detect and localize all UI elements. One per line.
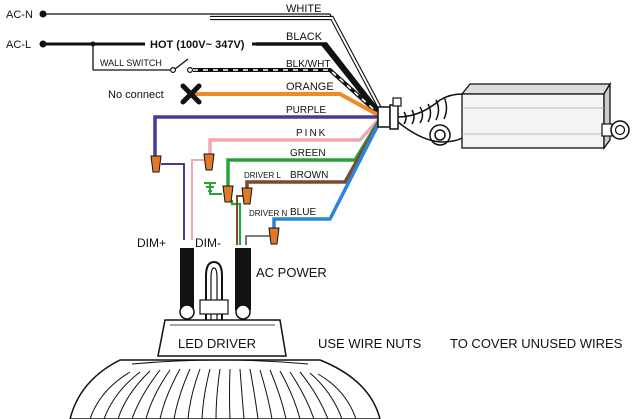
no-connect-icon — [180, 83, 202, 105]
orange-wire — [193, 92, 381, 118]
no-connect-label: No connect — [108, 89, 164, 101]
dim-cable — [180, 248, 194, 310]
driver-n-label: DRIVER N — [249, 209, 287, 218]
wall-switch-label: WALL SWITCH — [100, 58, 162, 68]
purple-wire — [153, 115, 380, 158]
blk-wht-wire — [193, 68, 382, 117]
ground-lead — [209, 183, 222, 195]
wire-nut-blue — [268, 227, 280, 245]
dim-minus-label: DIM- — [195, 236, 221, 250]
driver-l-lead — [236, 195, 243, 245]
hot-label: HOT (100V~ 347V) — [150, 39, 245, 51]
pink-wire — [208, 116, 382, 155]
dim-plus-lead — [161, 163, 185, 240]
ac-l-label: AC-L — [6, 39, 31, 51]
black-label: BLACK — [286, 31, 323, 43]
green-label: GREEN — [290, 148, 326, 159]
dim-cable-gland — [179, 304, 195, 320]
ac-cable-gland — [235, 304, 251, 320]
flex-conduit — [397, 93, 463, 146]
dim-minus-lead — [191, 159, 206, 240]
white-wire — [210, 15, 384, 113]
blk-wht-label: BLK/WHT — [286, 59, 330, 70]
wire-nut-brown — [241, 187, 253, 205]
hook — [205, 260, 223, 320]
wire-nut-green — [222, 185, 234, 203]
ac-cable — [235, 248, 251, 310]
ac-n-label: AC-N — [6, 9, 33, 21]
driver-l-label: DRIVER L — [244, 171, 281, 180]
dim-plus-label: DIM+ — [137, 236, 166, 250]
ac-power-label: AC POWER — [256, 265, 327, 280]
fixture-heatsink — [69, 359, 381, 419]
orange-label: ORANGE — [286, 81, 334, 93]
hook-inner — [210, 267, 218, 320]
ac-l-line — [39, 40, 379, 114]
white-label: WHITE — [286, 3, 321, 15]
pink-label: PINK — [296, 128, 327, 139]
note-cover-unused: TO COVER UNUSED WIRES — [450, 336, 623, 351]
driver-n-lead — [245, 235, 270, 245]
led-driver-label: LED DRIVER — [178, 336, 256, 351]
led-driver-body — [157, 319, 287, 357]
black-wire — [256, 42, 382, 115]
brown-label: BROWN — [290, 170, 328, 181]
brown-wire — [245, 119, 382, 188]
hook-bracket — [199, 299, 229, 315]
wire-nut-purple — [150, 155, 162, 173]
power-supply-box — [460, 81, 630, 150]
ground-icon — [204, 182, 216, 192]
purple-label: PURPLE — [286, 105, 326, 116]
junction-connector — [377, 97, 402, 130]
blue-label: BLUE — [290, 207, 316, 218]
note-use-wire-nuts: USE WIRE NUTS — [318, 336, 422, 351]
blue-wire — [272, 120, 382, 228]
wire-nut-pink — [203, 153, 215, 171]
